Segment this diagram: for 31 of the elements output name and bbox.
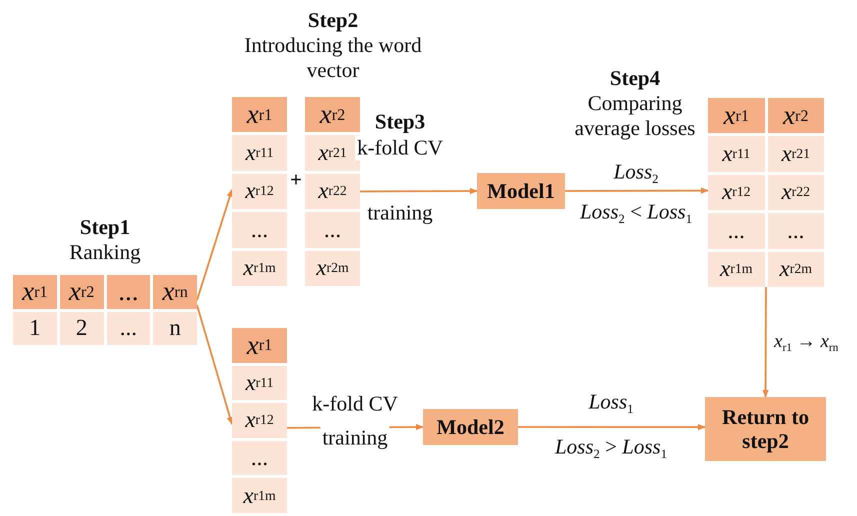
step-description: Introducing the word vector: [243, 33, 423, 84]
table-cell: 1: [13, 312, 57, 345]
table-cell: ...: [232, 440, 287, 476]
table-cell: ...: [768, 213, 824, 249]
edge-label: k-fold CV: [355, 136, 445, 160]
step-heading: Step1: [78, 215, 132, 240]
edge-note: training: [320, 426, 390, 450]
step-heading: Step4: [608, 66, 662, 92]
table-cell: ...: [232, 212, 287, 248]
header-cell: ...: [106, 275, 150, 308]
model-box: Model2: [423, 409, 518, 445]
table-cell: ...: [106, 312, 150, 345]
table-cell: ...: [708, 213, 764, 249]
table-cell: 2: [60, 312, 104, 345]
data-table: [232, 328, 287, 513]
data-table: [708, 98, 824, 287]
step-description: Comparing average losses: [574, 91, 696, 142]
model-box: Return to step2: [705, 397, 826, 461]
arrow: [196, 188, 233, 300]
arrow: [360, 188, 478, 194]
data-table: [232, 97, 287, 286]
step-heading: Step2: [306, 8, 360, 34]
arrow: [518, 424, 706, 430]
step-description: Ranking: [68, 240, 142, 266]
table-cell: ...: [305, 212, 360, 248]
arrow: [196, 304, 234, 425]
arrow: [565, 187, 709, 194]
model-box: Model1: [477, 173, 565, 209]
arrow: [762, 287, 769, 398]
data-table: [13, 275, 197, 345]
table-cell: n: [153, 312, 197, 345]
